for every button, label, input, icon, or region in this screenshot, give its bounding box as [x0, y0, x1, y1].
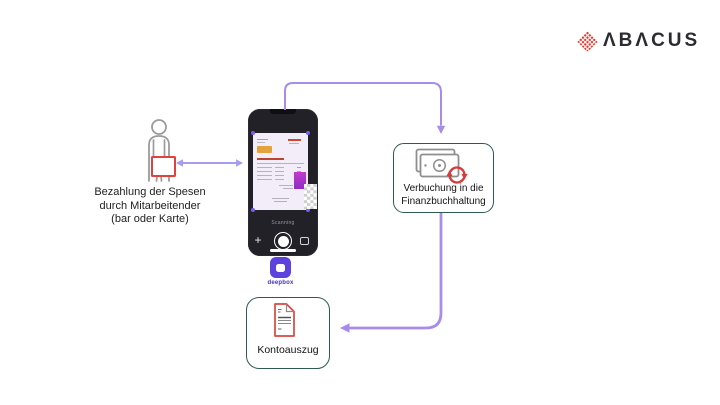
- receipt-row-amount: [297, 171, 301, 173]
- receipt-footer-line: [274, 201, 287, 202]
- receipt-row: [275, 167, 284, 168]
- shutter-icon-inner: [277, 235, 289, 247]
- booking-label-line2: Finanzbuchhaltung: [401, 195, 486, 207]
- receipt-table-header: [257, 163, 304, 165]
- receipt-row: [275, 171, 284, 172]
- scan-corner-icon: [306, 208, 310, 212]
- receipt-row-amount: [297, 167, 301, 169]
- scan-document: [251, 131, 310, 212]
- employee-label: Bezahlung der Spesen durch Mitarbeitende…: [88, 186, 212, 227]
- receipt-footer-line: [272, 198, 289, 199]
- receipt-qr-stamp: [294, 172, 306, 189]
- receipt-row: [275, 179, 284, 180]
- scan-corner-icon: [306, 131, 310, 135]
- booking-label-line1: Verbuchung in die: [403, 183, 484, 194]
- home-indicator: [270, 249, 296, 252]
- receipt-row: [257, 171, 272, 172]
- banknote-icon: [415, 148, 468, 184]
- receipt-vendor-subline: [289, 142, 299, 144]
- add-icon: +: [254, 233, 262, 247]
- receipt-total-line: [283, 188, 293, 189]
- abacus-logo: ΛBΛCUS: [576, 28, 710, 54]
- scanning-status: Scanning: [271, 220, 295, 226]
- receipt-total-line: [279, 185, 293, 186]
- abacus-diamond-icon: [576, 30, 599, 52]
- receipt-row: [257, 179, 272, 180]
- employee-label-line3: (bar oder Karte): [111, 213, 189, 225]
- document-icon: [274, 303, 295, 337]
- gallery-icon: [300, 237, 309, 245]
- phone-notch: [270, 109, 296, 114]
- booking-label: Verbuchung in die Finanzbuchhaltung: [395, 183, 492, 208]
- scan-corner-icon: [251, 131, 255, 135]
- receipt-highlight-box: [257, 146, 272, 153]
- employee-label-line2: durch Mitarbeitender: [99, 199, 201, 212]
- receipt-icon: [151, 156, 176, 177]
- arrow-employee-phone-bidirectional: [176, 159, 243, 167]
- receipt-row: [257, 167, 272, 168]
- abacus-wordmark: ΛBΛCUS: [603, 30, 701, 51]
- deepbox-logo-hole: [276, 263, 285, 272]
- employee-label-line1: Bezahlung der Spesen: [94, 186, 206, 198]
- transparency-checker: [304, 184, 317, 209]
- receipt-address-line: [257, 141, 265, 143]
- sync-icon: [446, 166, 468, 184]
- receipt-vendor-logo: [288, 139, 301, 142]
- receipt-title-line: [257, 158, 284, 160]
- receipt-address-line: [257, 139, 268, 141]
- receipt-row: [257, 175, 272, 176]
- scan-corner-icon: [251, 208, 255, 212]
- arrow-booking-to-statement: [340, 213, 443, 333]
- statement-label: Kontoauszug: [257, 344, 319, 356]
- receipt-row: [275, 175, 284, 176]
- deepbox-label: deepbox: [267, 280, 294, 286]
